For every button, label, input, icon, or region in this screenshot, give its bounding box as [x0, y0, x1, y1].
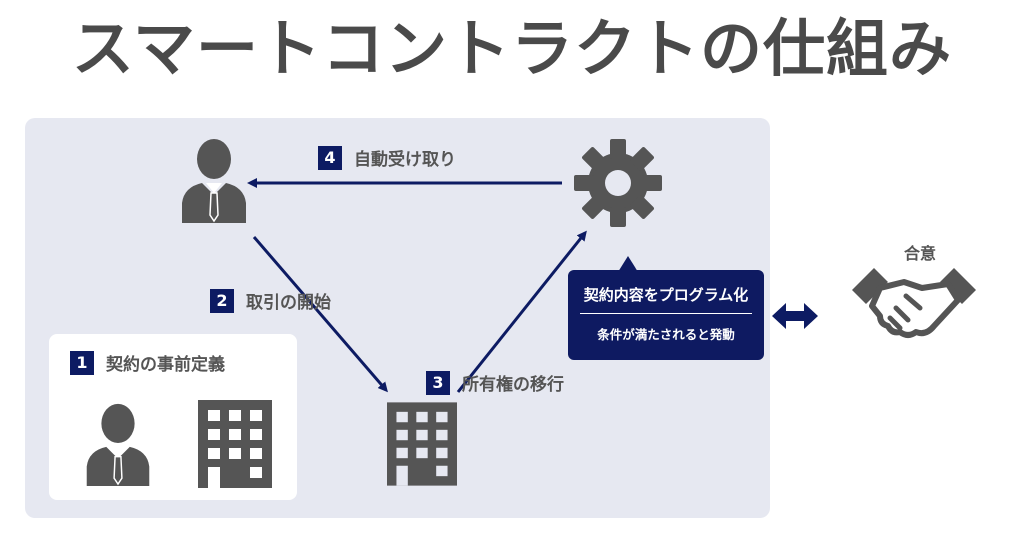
double-arrow-icon: [772, 303, 818, 329]
arrow-step2: [252, 236, 388, 393]
gear-icon: [574, 139, 662, 227]
building-icon: [198, 400, 272, 488]
step-4-label: 4 自動受け取り: [318, 145, 456, 170]
page-title: スマートコントラクトの仕組み: [71, 12, 953, 85]
step-2-text: 取引の開始: [246, 293, 331, 313]
agreement-label: 合意: [903, 244, 936, 263]
building-icon: [387, 402, 457, 486]
step-1-label: 1 契約の事前定義: [70, 350, 225, 375]
handshake-icon: [852, 268, 976, 338]
step-1-text: 契約の事前定義: [106, 355, 225, 375]
step-4-text: 自動受け取り: [354, 150, 456, 170]
person-icon: [86, 403, 150, 486]
step-3-text: 所有権の移行: [462, 375, 564, 395]
person-icon: [182, 139, 246, 223]
step-3-label: 3 所有権の移行: [426, 370, 564, 395]
arrow-step3: [456, 230, 587, 393]
step-2-number: 2: [210, 288, 234, 313]
program-line2: 条件が満たされると発動: [597, 327, 735, 342]
program-line1: 契約内容をプログラム化: [583, 286, 749, 304]
callout-pointer: [618, 256, 638, 272]
step-3-number: 3: [426, 370, 450, 395]
step-2-label: 2 取引の開始: [210, 288, 331, 313]
step-1-number: 1: [70, 350, 94, 375]
program-divider: [580, 313, 752, 314]
step-4-number: 4: [318, 145, 342, 170]
program-box: 契約内容をプログラム化 条件が満たされると発動: [568, 270, 764, 360]
